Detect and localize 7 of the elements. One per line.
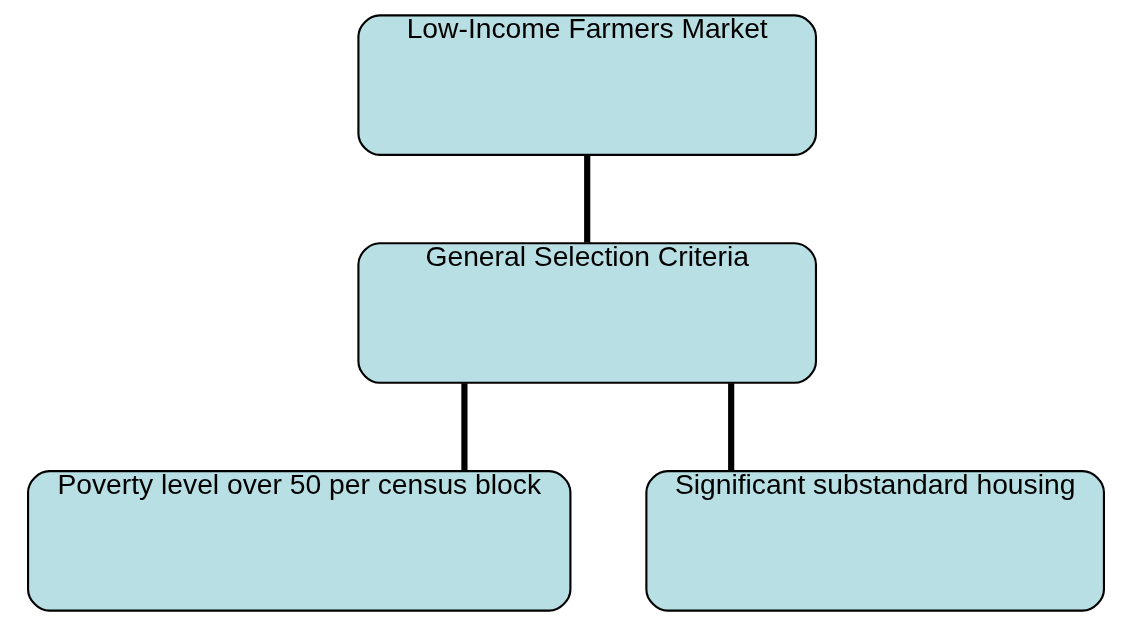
connector (728, 383, 735, 471)
node-box: Significant substandard housing (645, 470, 1105, 612)
connector (461, 383, 468, 471)
node-box: Poverty level over 50 per census block (27, 470, 572, 612)
connector (584, 155, 591, 243)
node-box: General Selection Criteria (357, 242, 818, 384)
node-box: Low-Income Farmers Market (357, 14, 818, 156)
